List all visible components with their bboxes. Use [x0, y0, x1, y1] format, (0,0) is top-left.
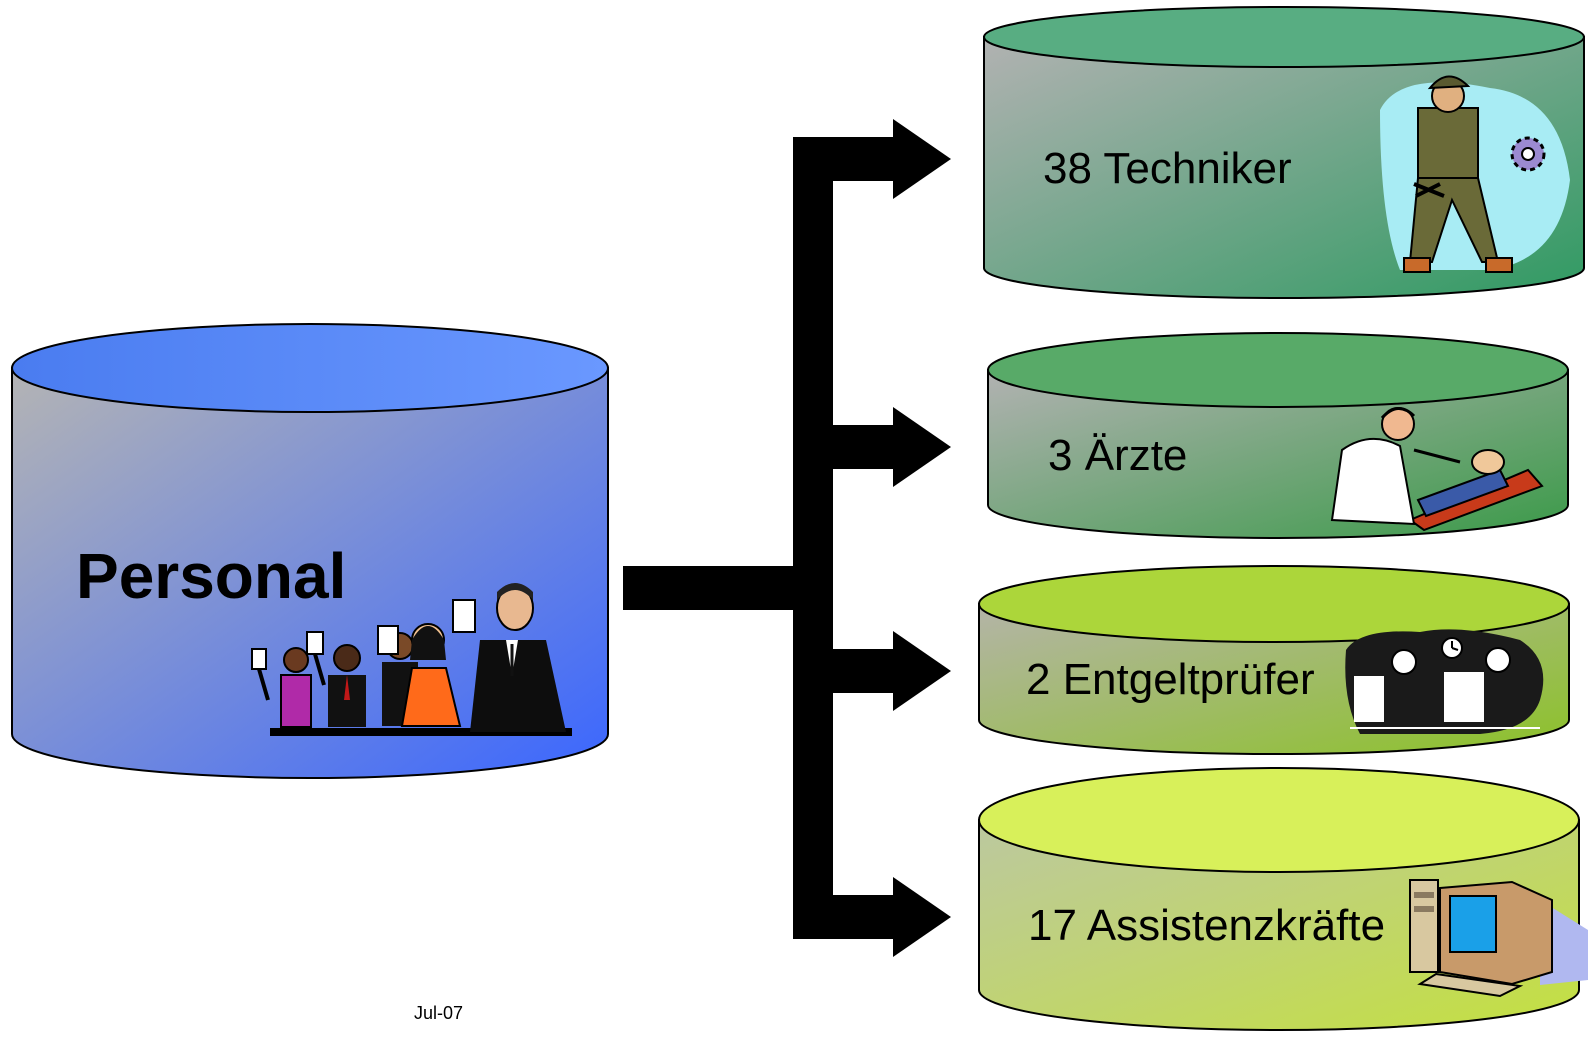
voting-people-icon: [251, 583, 572, 736]
category-cylinder-aerzte: 3 Ärzte: [987, 332, 1569, 539]
office-meeting-icon: [1345, 629, 1544, 734]
arrow-techniker: [793, 119, 951, 199]
arrow-aerzte: [793, 407, 951, 487]
category-label: 38 Techniker: [1043, 144, 1292, 193]
source-cylinder: Personal: [11, 323, 609, 779]
category-cylinder-techniker: 38 Techniker: [983, 6, 1585, 299]
doctor-patient-icon: [1330, 407, 1544, 532]
category-cylinder-entgeltpruefer: 2 Entgeltprüfer: [978, 565, 1570, 755]
mechanic-icon: [1380, 75, 1570, 273]
footer-date: Jul-07: [414, 1003, 463, 1023]
connector-arrows: [623, 119, 951, 957]
source-label: Personal: [76, 540, 346, 612]
category-label: 17 Assistenzkräfte: [1028, 901, 1385, 950]
computer-icon: [1409, 879, 1588, 998]
category-label: 3 Ärzte: [1048, 431, 1187, 480]
connector-bus: [793, 137, 833, 939]
arrow-entgeltpruefer: [793, 631, 951, 711]
category-label: 2 Entgeltprüfer: [1026, 655, 1315, 704]
category-cylinder-assistenz: 17 Assistenzkräfte: [978, 767, 1588, 1031]
arrow-assistenz: [793, 877, 951, 957]
